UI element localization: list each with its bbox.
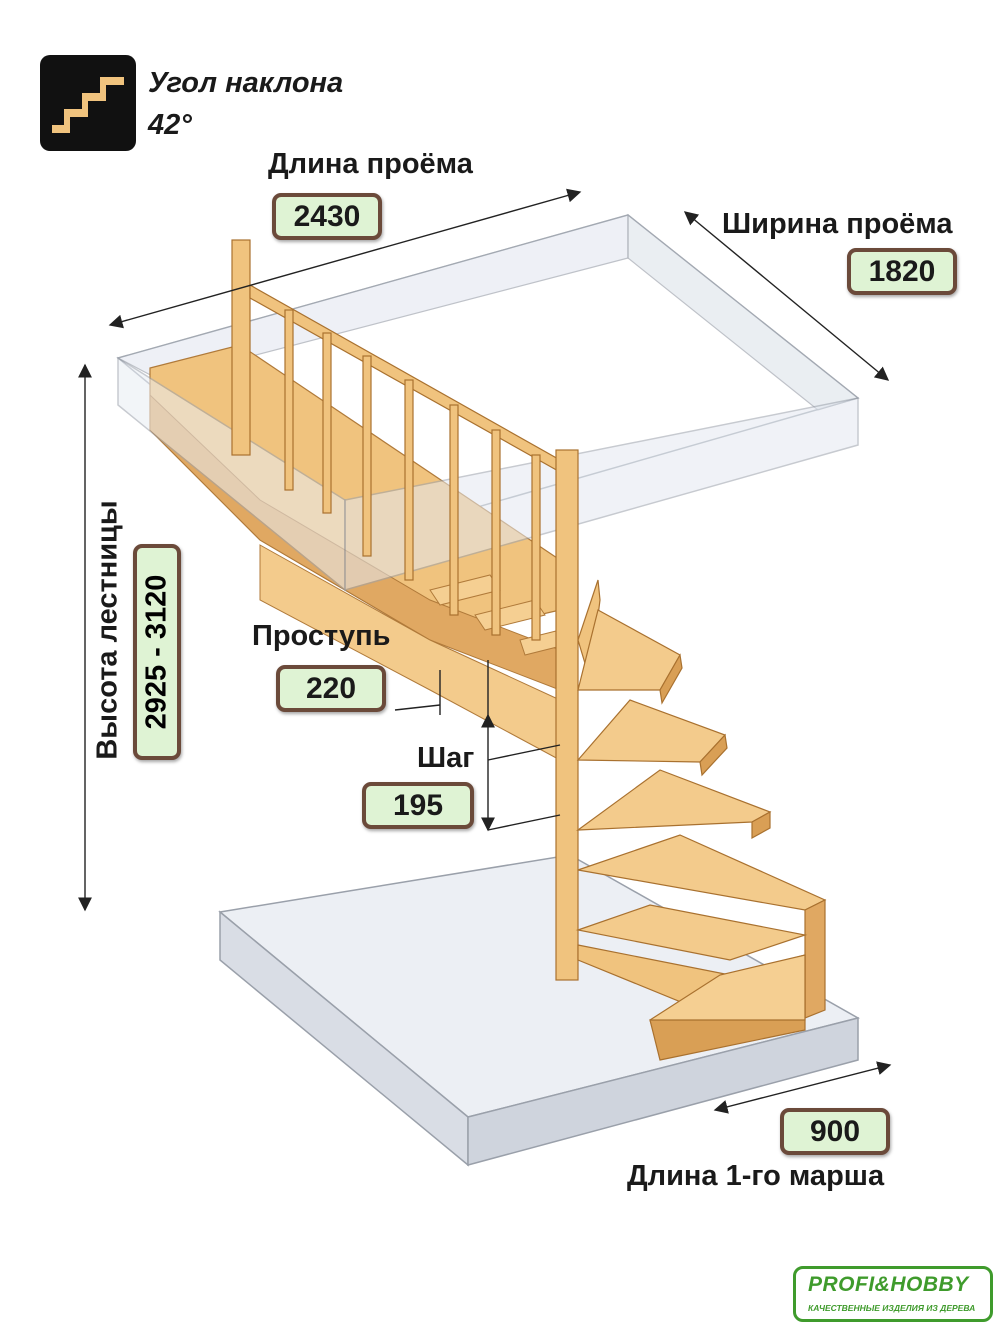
logo-brand: PROFI&HOBBY <box>808 1273 969 1296</box>
logo-tagline: КАЧЕСТВЕННЫЕ ИЗДЕЛИЯ ИЗ ДЕРЕВА <box>808 1303 976 1313</box>
winder-treads <box>575 579 827 1061</box>
first-flight-length-value: 900 <box>780 1108 890 1155</box>
stair-height-value-box: 2925 - 3120 <box>133 544 181 760</box>
stair-height-label: Высота лестницы <box>91 500 124 760</box>
opening-length-label: Длина проёма <box>268 148 473 180</box>
dimension-lines <box>78 188 892 1114</box>
opening-width-value: 1820 <box>847 248 957 295</box>
brand-logo: PROFI&HOBBY КАЧЕСТВЕННЫЕ ИЗДЕЛИЯ ИЗ ДЕРЕ… <box>793 1266 993 1322</box>
angle-text: Угол наклона 42° <box>148 62 343 146</box>
step-value: 195 <box>362 782 474 829</box>
step-label: Шаг <box>417 742 475 774</box>
angle-label: Угол наклона <box>148 67 344 99</box>
railing <box>231 239 579 981</box>
tread-value: 220 <box>276 665 386 712</box>
opening-length-value: 2430 <box>272 193 382 240</box>
angle-value: 42° <box>148 109 192 141</box>
stairs-icon <box>40 55 136 151</box>
stair-height-value: 2925 - 3120 <box>140 574 173 730</box>
first-flight-length-label: Длина 1-го марша <box>627 1160 885 1192</box>
ceiling-front-glass <box>117 356 859 592</box>
tread-label: Проступь <box>252 620 391 652</box>
opening-width-label: Ширина проёма <box>722 208 953 240</box>
